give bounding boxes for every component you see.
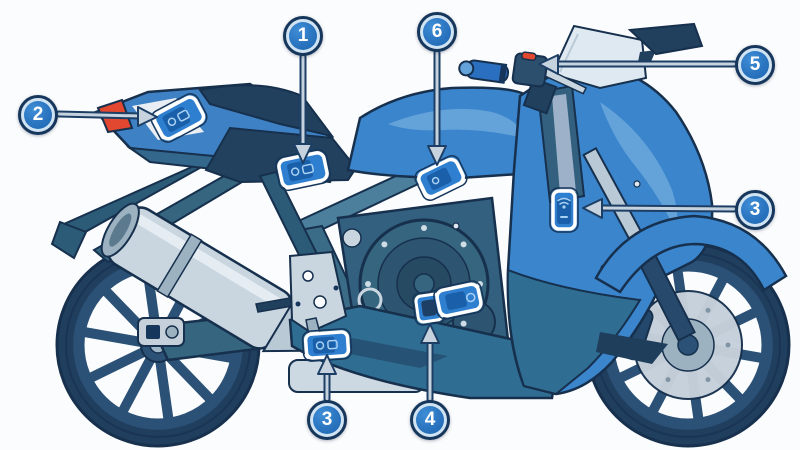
callout-badge-3-right[interactable]: 3: [735, 190, 775, 230]
callout-arrow-3-right: [582, 198, 603, 219]
callout-badge-1-number: 1: [289, 22, 317, 50]
callout-badge-4[interactable]: 4: [410, 400, 450, 440]
callout-badge-4-number: 4: [416, 406, 444, 434]
front-fork: [536, 84, 696, 342]
label-plate-2: [150, 93, 208, 143]
callout-arrow-5: [538, 54, 559, 75]
callout-badge-6[interactable]: 6: [417, 12, 457, 52]
handlebar-grip: [458, 59, 510, 84]
callout-arrow-2: [137, 106, 158, 127]
callout-badge-5-number: 5: [741, 51, 769, 79]
switch-red-button: [521, 51, 537, 62]
handlebar: [458, 51, 588, 115]
label-plate-6: [414, 155, 468, 201]
callout-badge-1[interactable]: 1: [283, 16, 323, 56]
callout-badge-2-number: 2: [24, 101, 52, 129]
front-fender: [594, 214, 788, 294]
callout-arrow-4: [420, 323, 440, 344]
callout-arrow-6: [427, 145, 447, 166]
callout-arrow-1: [293, 143, 313, 164]
callout-badge-6-number: 6: [423, 18, 451, 46]
air-intake: [596, 332, 668, 364]
label-plate-4-rect: [433, 280, 485, 320]
pillion-seat: [198, 84, 335, 138]
callout-arrow-3-bottom: [317, 354, 337, 375]
callout-badge-3-bottom-number: 3: [313, 406, 341, 434]
callout-badge-3-bottom[interactable]: 3: [307, 400, 347, 440]
callout-badge-2[interactable]: 2: [18, 95, 58, 135]
callout-lines: [55, 49, 738, 403]
callout-badge-3-right-number: 3: [741, 196, 769, 224]
callout-badge-5[interactable]: 5: [735, 45, 775, 85]
label-plate-3-side: [549, 187, 579, 233]
